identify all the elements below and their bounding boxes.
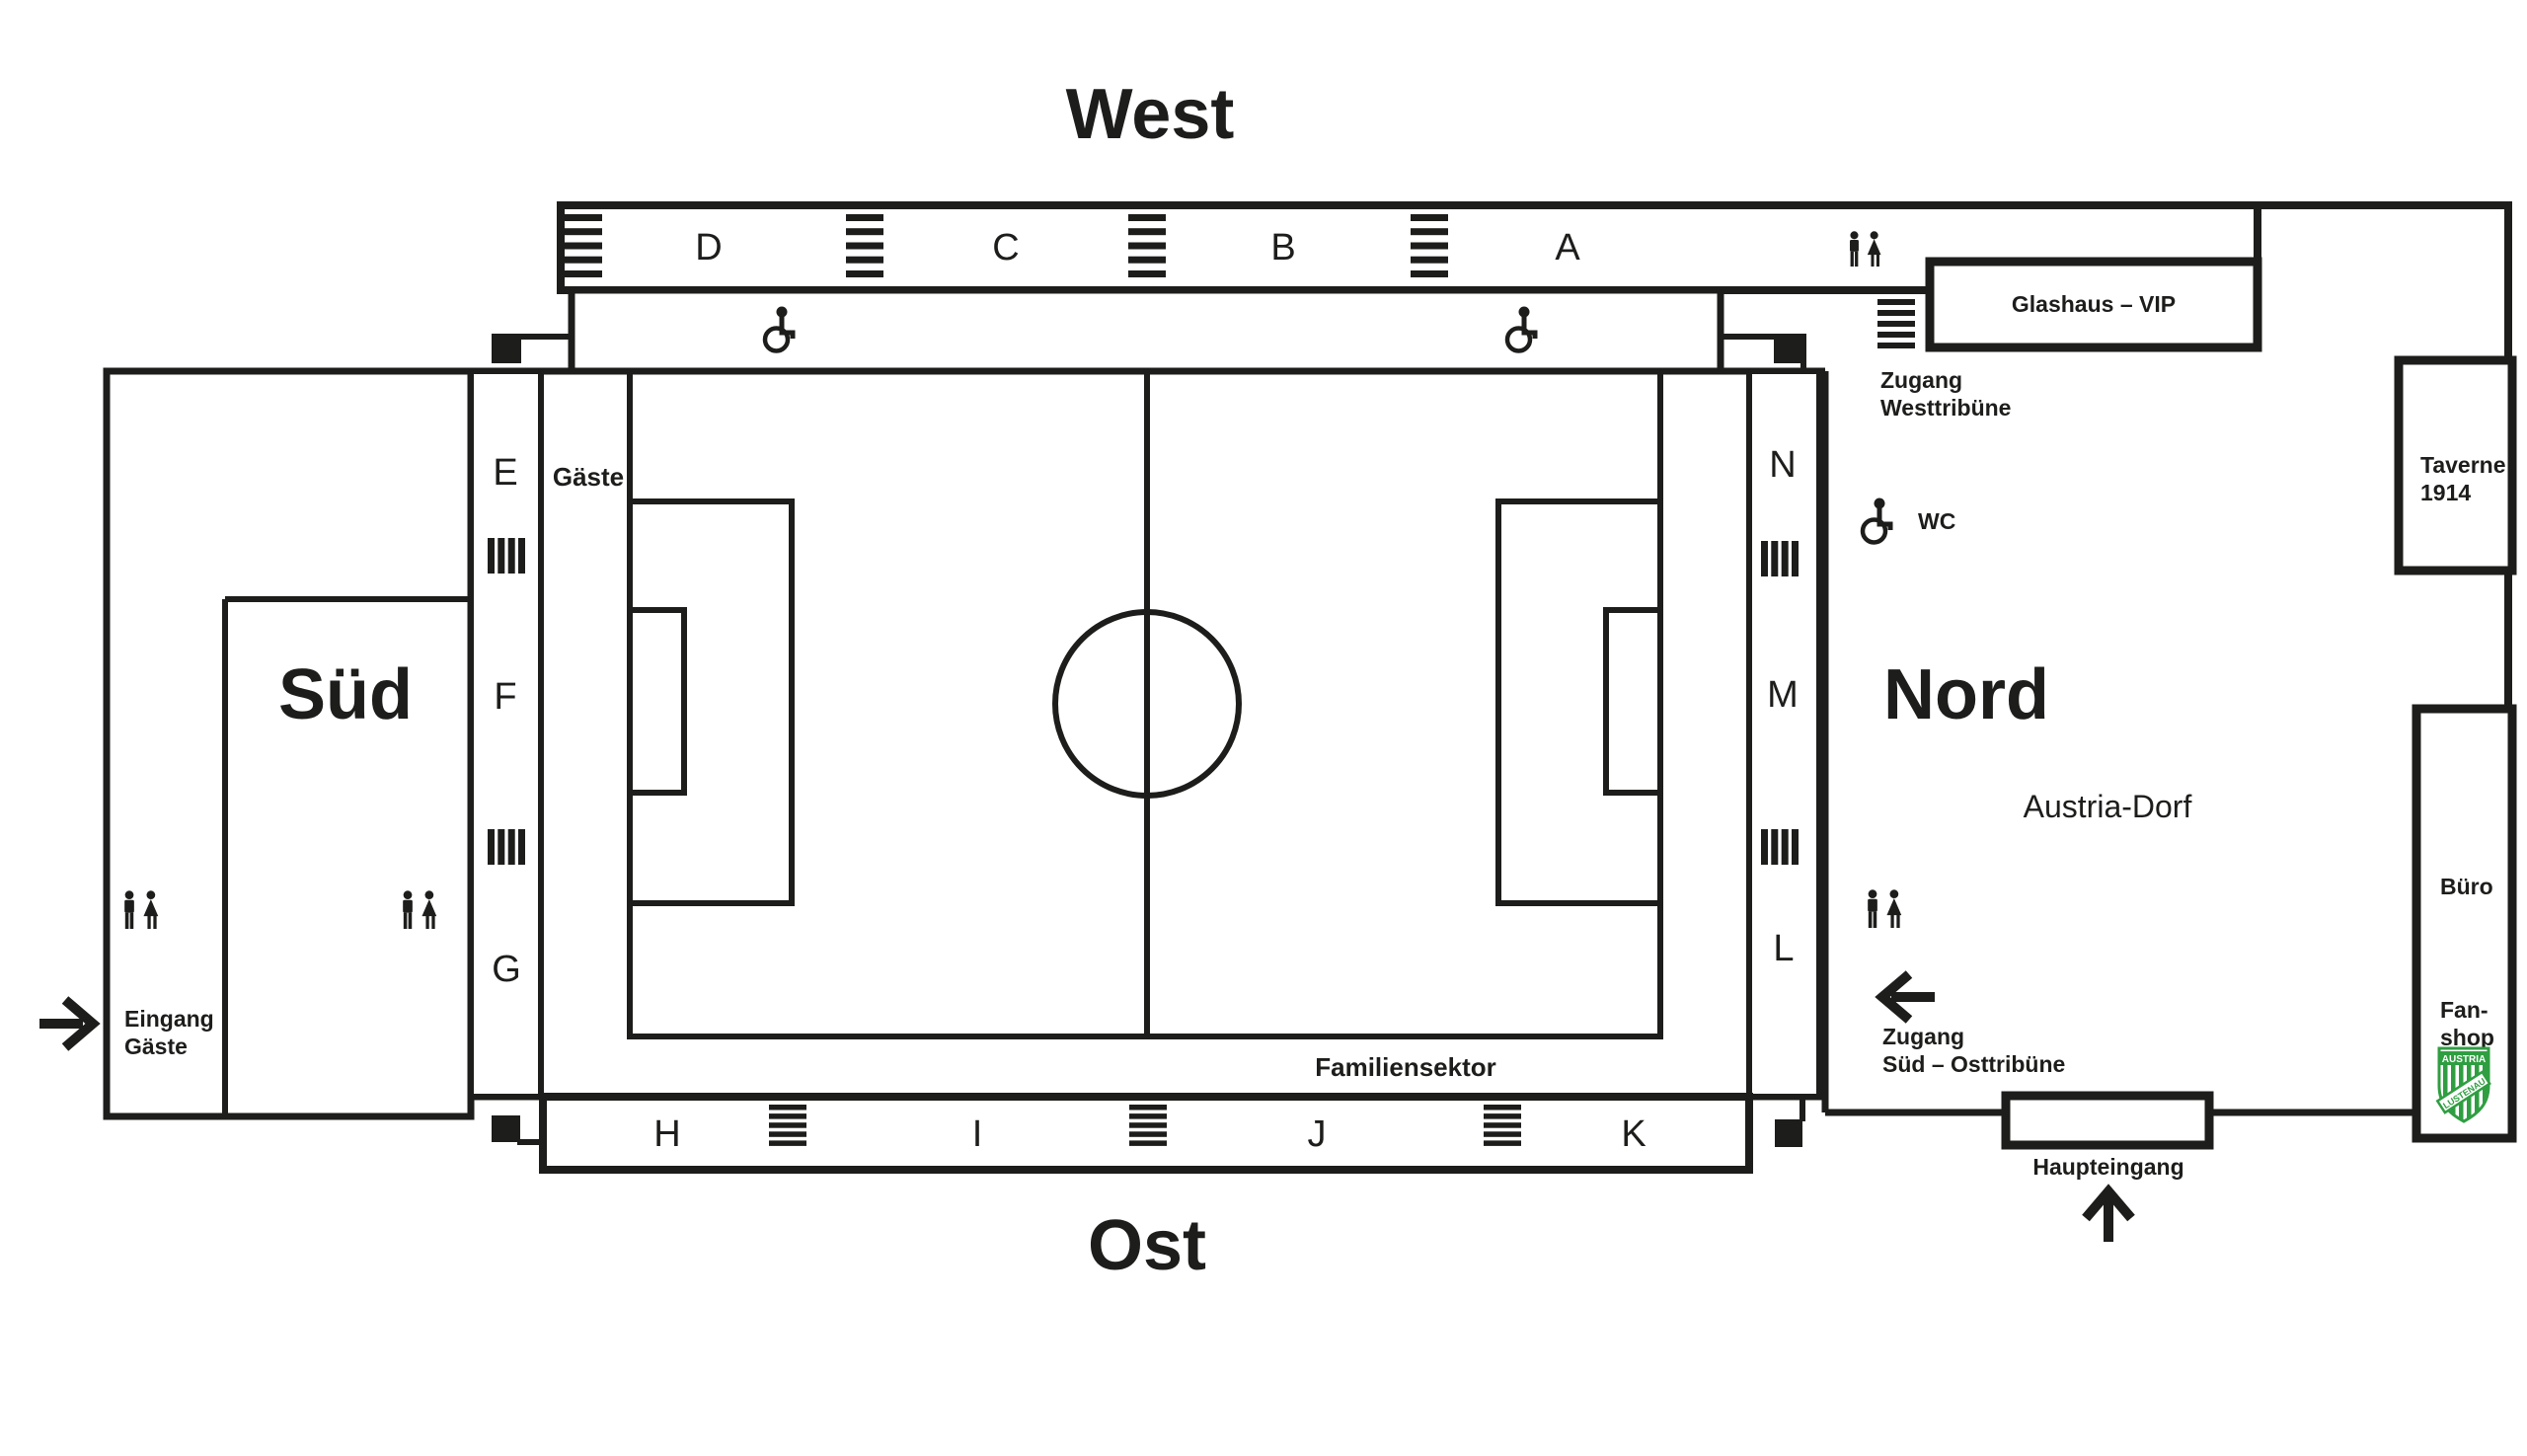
section-label-d: D bbox=[695, 227, 722, 268]
zugang-sued-ost-line2: Süd – Osttribüne bbox=[1882, 1051, 2065, 1077]
center-circle bbox=[1052, 609, 1242, 799]
arrow-right-head bbox=[61, 996, 101, 1051]
crest-top-text: AUSTRIA bbox=[2442, 1054, 2486, 1065]
buero-fanshop: Büro Fan- shop AUSTRIA LUSTENAU bbox=[2412, 704, 2517, 1143]
zugang-west-line1: Zugang bbox=[1880, 367, 1962, 393]
buero-fanshop-box bbox=[2412, 704, 2517, 1143]
haupteingang-label: Haupteingang bbox=[2032, 1154, 2183, 1180]
section-label-n: N bbox=[1769, 444, 1796, 486]
section-label-f: F bbox=[494, 676, 516, 718]
austria-dorf-label: Austria-Dorf bbox=[2024, 789, 2192, 824]
corner-marker bbox=[1775, 1119, 1802, 1147]
arrow-left-head bbox=[1875, 970, 1913, 1024]
zugang-sued-osttribuene: Zugang Süd – Osttribüne bbox=[1875, 970, 2065, 1077]
stand-title-ost: Ost bbox=[1088, 1206, 1206, 1285]
section-label-e: E bbox=[493, 452, 517, 494]
eingang-gaeste-line2: Gäste bbox=[124, 1034, 188, 1059]
glashaus-vip-label: Glashaus – VIP bbox=[2012, 291, 2176, 317]
corner-markers bbox=[492, 334, 1806, 1147]
wheelchair-icon bbox=[1863, 498, 1890, 543]
sued-outer-building bbox=[103, 367, 475, 1120]
goal-area-left bbox=[627, 607, 687, 796]
section-label-j: J bbox=[1308, 1113, 1327, 1155]
section-label-k: K bbox=[1621, 1113, 1646, 1155]
taverne-1914: Taverne 1914 bbox=[2394, 355, 2517, 575]
corner-step-line bbox=[1721, 334, 1806, 369]
section-label-h: H bbox=[653, 1113, 680, 1155]
stand-title-nord: Nord bbox=[1883, 655, 2049, 734]
glashaus-vip: Glashaus – VIP bbox=[1925, 257, 2262, 352]
zugang-westtribuene: Zugang Westtribüne bbox=[1880, 367, 2011, 421]
fanshop-line2: shop bbox=[2440, 1025, 2494, 1050]
taverne-box bbox=[2394, 355, 2517, 575]
west-stand: D C B A bbox=[557, 201, 2261, 375]
section-label-i: I bbox=[972, 1113, 983, 1155]
football-pitch bbox=[627, 368, 1663, 1039]
sued-sectors: E F G bbox=[488, 452, 525, 990]
ost-stand: H I J K bbox=[539, 1093, 1753, 1174]
stairs-icon bbox=[1877, 299, 1915, 348]
fanshop-line1: Fan- bbox=[2440, 997, 2489, 1023]
nord-sector-column bbox=[1746, 368, 1822, 1100]
section-label-a: A bbox=[1555, 227, 1580, 268]
arrow-up-head bbox=[2082, 1184, 2135, 1222]
stand-title-west: West bbox=[1066, 75, 1235, 154]
section-label-g: G bbox=[492, 949, 521, 990]
stand-title-sued: Süd bbox=[278, 655, 413, 734]
goal-area-right bbox=[1603, 607, 1663, 796]
corner-marker bbox=[492, 334, 521, 363]
nord-sectors: N M L bbox=[1761, 444, 1799, 969]
taverne-line1: Taverne bbox=[2420, 452, 2506, 478]
eingang-gaeste-line1: Eingang bbox=[124, 1006, 214, 1032]
taverne-line2: 1914 bbox=[2420, 480, 2471, 505]
penalty-area-left bbox=[627, 498, 795, 906]
haupteingang-box bbox=[2001, 1091, 2214, 1150]
haupteingang: Haupteingang bbox=[2001, 1091, 2214, 1242]
toilets-icon bbox=[1868, 889, 1902, 928]
west-stand-walkway bbox=[568, 286, 1724, 375]
buero-label: Büro bbox=[2440, 874, 2493, 899]
zugang-sued-ost-line1: Zugang bbox=[1882, 1024, 1964, 1049]
penalty-area-right bbox=[1495, 498, 1663, 906]
eingang-gaeste: Eingang Gäste bbox=[39, 890, 437, 1059]
sued-block bbox=[103, 367, 541, 1120]
familiensektor-label: Familiensektor bbox=[1315, 1052, 1496, 1082]
gaeste-block-label: Gäste bbox=[553, 462, 624, 492]
section-label-m: M bbox=[1767, 674, 1799, 716]
corner-marker bbox=[492, 1115, 520, 1142]
club-crest-icon: AUSTRIA LUSTENAU bbox=[2435, 1046, 2491, 1123]
section-label-c: C bbox=[992, 227, 1019, 268]
zugang-west-line2: Westtribüne bbox=[1880, 395, 2011, 421]
wc-accessible: WC bbox=[1863, 498, 1955, 543]
glashaus-vip-box bbox=[1925, 257, 2262, 352]
wc-label: WC bbox=[1918, 508, 1955, 534]
corner-marker bbox=[1774, 334, 1803, 363]
sued-sector-column bbox=[468, 368, 544, 1100]
section-label-b: B bbox=[1270, 227, 1295, 268]
section-label-l: L bbox=[1773, 928, 1794, 969]
